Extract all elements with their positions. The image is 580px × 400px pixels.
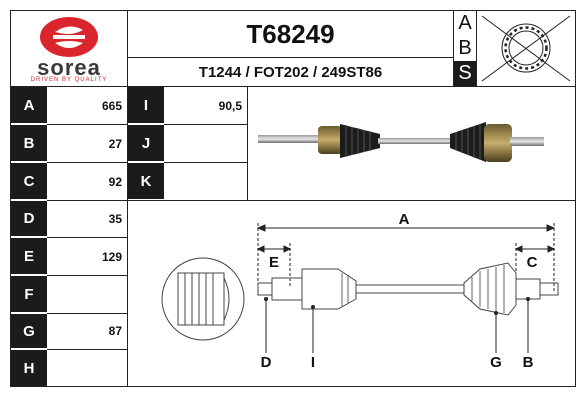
brand-name: sorea (37, 55, 101, 80)
title-divider (127, 57, 453, 58)
spec-label-f: F (11, 276, 47, 312)
mid-row-sep-1 (164, 124, 247, 125)
brand-tagline: DRIVEN BY QUALITY (30, 77, 108, 83)
spec-value-k (164, 163, 247, 200)
row-sep-4 (47, 237, 127, 238)
frame-bottom (10, 386, 576, 387)
row-sep-5 (47, 275, 127, 276)
sorea-logo-icon (40, 17, 98, 57)
callout-b-label: B (522, 353, 534, 371)
frame-left (10, 10, 11, 387)
spec-value-d: 35 (108, 211, 122, 226)
part-number: T68249 (246, 18, 335, 49)
abs-letter-b: B (458, 37, 472, 59)
spec-label-d: D (11, 201, 47, 236)
spec-label-k: K (128, 163, 164, 199)
dimension-a-label: A (398, 210, 410, 228)
spec-label-i: I (128, 87, 164, 123)
frame-right (575, 10, 576, 387)
spec-value-b: 27 (108, 136, 122, 151)
row-sep-3 (47, 200, 127, 201)
spec-value-i: 90,5 (218, 98, 242, 113)
spec-value-f (47, 276, 127, 313)
spec-label-e: E (11, 238, 47, 274)
spec-value-e: 129 (101, 249, 122, 264)
abs-letter-a: A (458, 12, 472, 34)
frame-top (10, 10, 576, 11)
driveshaft-photo-icon (258, 122, 544, 162)
spec-value-c: 92 (108, 174, 122, 189)
spec-label-j: J (128, 125, 164, 161)
spec-label-h: H (11, 350, 47, 386)
callout-d-label: D (260, 353, 272, 371)
abs-letter-s: S (454, 61, 476, 86)
callout-g-label: G (490, 353, 502, 371)
row-sep-1 (47, 124, 127, 125)
driveshaft-photo (250, 90, 572, 198)
callout-i-label: I (310, 353, 316, 371)
spec-label-g: G (11, 314, 47, 348)
mid-row-sep-2 (164, 162, 247, 163)
driveshaft-diagram-icon (161, 223, 559, 353)
dimension-c-label: C (526, 253, 538, 271)
brand-logo: sorea DRIVEN BY QUALITY (14, 14, 124, 84)
mid-row-sep-3 (128, 200, 576, 201)
technical-diagram: A E C D I G B (130, 203, 574, 385)
col-divider-abs (453, 10, 454, 87)
spec-value-a: 665 (101, 98, 122, 113)
col-divider-2 (247, 87, 248, 201)
dimension-e-label: E (268, 253, 279, 271)
spec-label-b: B (11, 125, 47, 161)
spec-label-c: C (11, 163, 47, 199)
spec-value-h (47, 350, 127, 387)
abs-ring-crossed (478, 12, 574, 85)
header-divider (10, 86, 576, 87)
row-sep-6 (47, 313, 127, 314)
spec-value-j (164, 125, 247, 162)
col-divider-abs-2 (476, 10, 477, 87)
row-sep-7 (47, 349, 127, 350)
row-sep-2 (47, 162, 127, 163)
col-divider-1 (127, 10, 128, 387)
spec-value-g: 87 (108, 323, 122, 338)
abs-ring-icon (481, 15, 571, 82)
cross-references: T1244 / FOT202 / 249ST86 (198, 63, 383, 81)
spec-label-a: A (11, 87, 47, 123)
